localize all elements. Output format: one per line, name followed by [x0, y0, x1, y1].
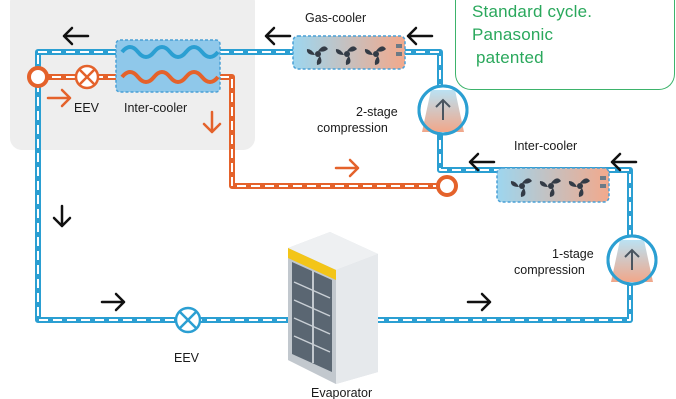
stage1-label-line2: compression [514, 263, 585, 277]
callout-line-2: Panasonic [472, 25, 554, 44]
arrow-right-orange-icon [46, 88, 72, 108]
gas-cooler-label: Gas-cooler [305, 11, 366, 25]
blue-pipe-loop [35, 49, 633, 323]
junction-node-left [27, 66, 49, 88]
evaporator-fridge-icon [288, 232, 378, 384]
eev-bottom-label: EEV [174, 351, 200, 365]
stage1-label-line1: 1-stage [552, 247, 594, 261]
eev-top-label: EEV [74, 101, 100, 115]
callout-line-1: Standard cycle. [472, 2, 593, 21]
arrow-right-icon [100, 292, 126, 312]
stage2-label-line1: 2-stage [356, 105, 398, 119]
compressor-1-stage-icon [606, 234, 658, 286]
gas-cooler-unit [292, 35, 406, 70]
stage2-label-line2: compression [317, 121, 388, 135]
eev-bottom-valve-icon [174, 306, 202, 334]
compressor-2-stage-icon [417, 84, 469, 136]
arrow-down-icon [52, 204, 72, 228]
inter-cooler-right-unit [496, 167, 610, 203]
inter-cooler-right-label: Inter-cooler [514, 139, 577, 153]
arrow-right-orange-icon [334, 158, 360, 178]
callout-box: Standard cycle. Panasonic patented [455, 0, 675, 90]
eev-top-valve-icon [74, 64, 100, 90]
evaporator-label: Evaporator [311, 386, 372, 399]
arrow-down-orange-icon [202, 110, 222, 134]
flow-arrows [46, 26, 638, 312]
arrow-left-icon [468, 152, 496, 172]
inter-cooler-top-label: Inter-cooler [124, 101, 187, 115]
arrow-left-icon [406, 26, 434, 46]
arrow-left-icon [264, 26, 292, 46]
arrow-left-icon [610, 152, 638, 172]
arrow-right-icon [466, 292, 492, 312]
callout-line-3: patented [476, 48, 544, 67]
arrow-left-icon [62, 26, 90, 46]
junction-node-right [436, 175, 458, 197]
inter-cooler-top [115, 39, 221, 93]
